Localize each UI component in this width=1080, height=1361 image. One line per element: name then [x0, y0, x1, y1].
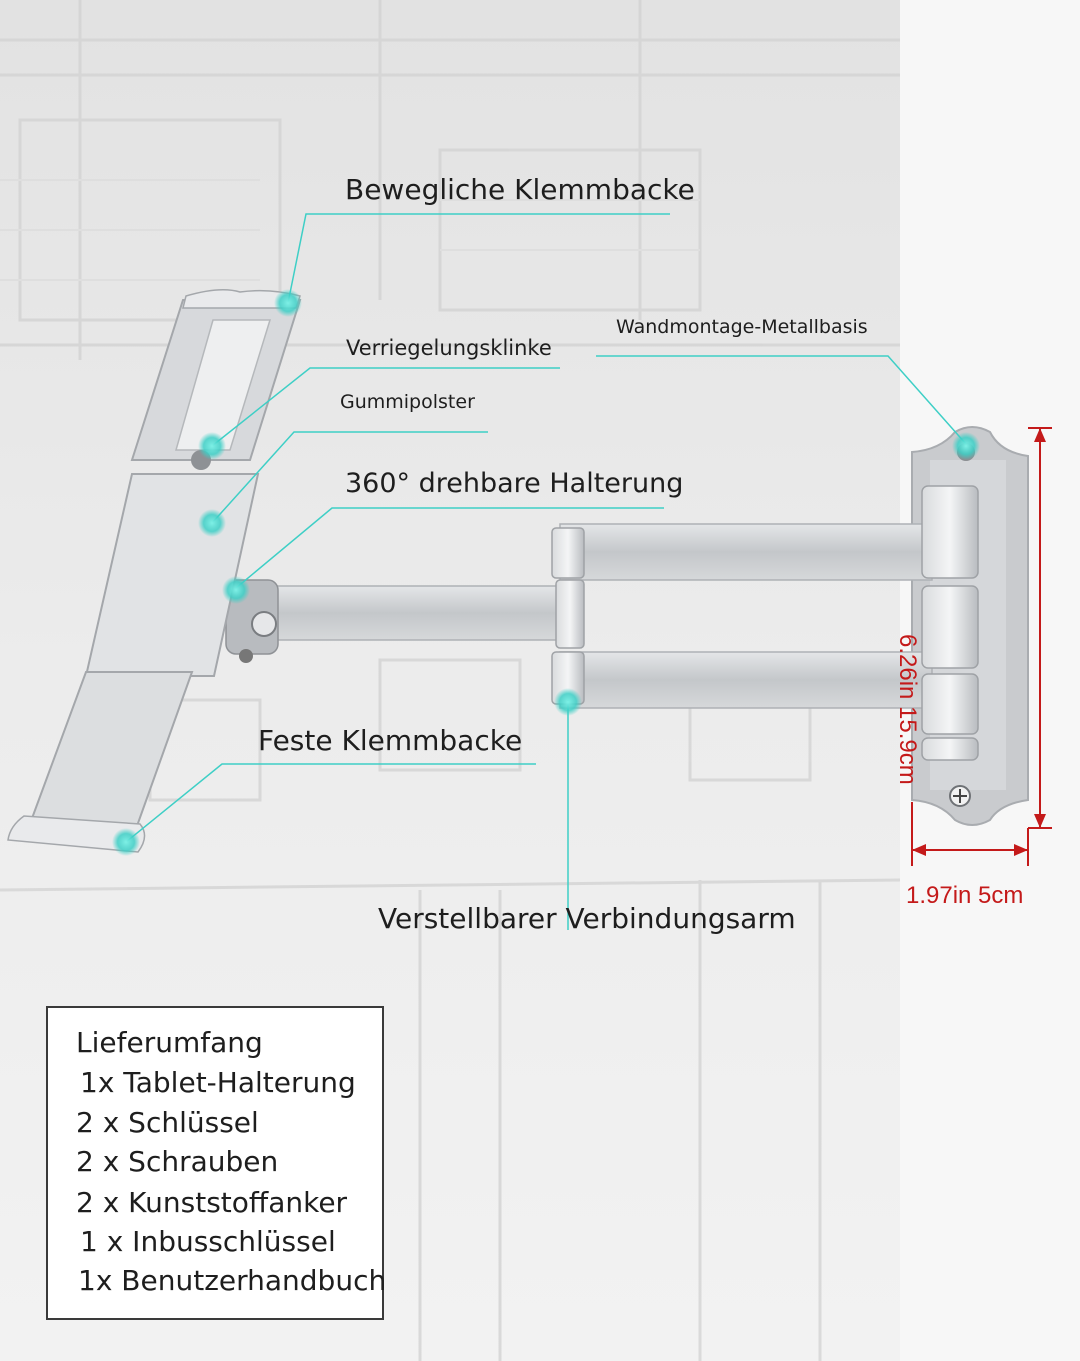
label-rubber-pad: Gummipolster — [340, 391, 475, 413]
callout-dots — [112, 289, 980, 856]
callout-dot-rubber-pad — [198, 509, 226, 537]
callout-dot-wall-base — [952, 432, 980, 460]
package-item: 2 x Schlüssel — [76, 1106, 259, 1139]
tablet-arm — [249, 585, 571, 641]
callout-dot-arm — [554, 688, 582, 716]
middle-hinge — [551, 527, 585, 705]
package-item: 1 x Inbusschlüssel — [80, 1225, 336, 1258]
dimension-lines — [911, 427, 1052, 866]
callout-dot-fixed-jaw — [112, 828, 140, 856]
label-fixed-jaw: Feste Klemmbacke — [258, 724, 523, 757]
callout-dot-latch — [198, 432, 226, 460]
label-adjustable-arm: Verstellbarer Verbindungsarm — [378, 902, 796, 935]
base-hinge — [921, 485, 979, 761]
package-contents-box: Lieferumfang 1x Tablet-Halterung 2 x Sch… — [46, 1006, 387, 1320]
label-latch: Verriegelungsklinke — [346, 336, 552, 360]
upper-arm — [559, 523, 933, 581]
callout-dot-movable-jaw — [274, 289, 302, 317]
width-dimension: 1.97in 5cm — [906, 882, 1024, 909]
lower-arm — [559, 651, 933, 709]
label-wall-base: Wandmontage-Metallbasis — [616, 316, 868, 338]
package-item: 2 x Schrauben — [76, 1145, 279, 1178]
callout-lines — [125, 213, 967, 930]
package-title: Lieferumfang — [76, 1026, 263, 1059]
package-item: 1x Benutzerhandbuch — [78, 1264, 387, 1297]
package-item: 2 x Kunststoffanker — [76, 1186, 348, 1219]
package-item: 1x Tablet-Halterung — [80, 1066, 356, 1099]
callout-dot-swivel — [222, 576, 250, 604]
label-swivel-mount: 360° drehbare Halterung — [345, 468, 684, 499]
height-dimension: 6.26in 15.9cm — [894, 634, 922, 785]
label-movable-jaw: Bewegliche Klemmbacke — [345, 173, 695, 206]
tablet-holder — [7, 289, 302, 853]
